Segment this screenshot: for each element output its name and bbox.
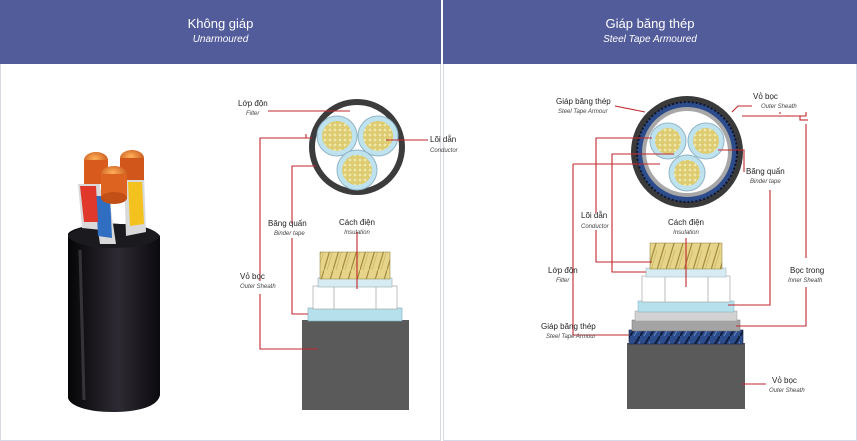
label-right-armour-top-en: Steel Tape Armour [558, 109, 609, 115]
title-armoured-en: Steel Tape Armoured [603, 34, 697, 45]
label-right-binder-vn: Băng quấn [746, 167, 785, 176]
label-right-insulation-en: Insulation [673, 230, 699, 236]
label-right-inner-sheath-en: Inner Sheath [788, 278, 823, 284]
label-right-insulation-vn: Cách điện [668, 218, 704, 227]
label-right-filter-en: Filter [556, 278, 570, 284]
right-cross-section [631, 96, 743, 208]
label-left-filter-vn: Lớp độn [238, 99, 268, 108]
label-left-filter-en: Filter [246, 111, 260, 117]
label-left-sheath-vn: Vỏ bọc [240, 272, 265, 281]
label-left-conductor-en: Conductor [430, 148, 459, 154]
header-armoured: Giáp băng thép Steel Tape Armoured [443, 0, 857, 64]
label-right-sheath-top-en: Outer Sheath [761, 104, 797, 110]
label-left-conductor-vn: Lõi dẫn [430, 135, 456, 144]
title-armoured-vn: Giáp băng thép [605, 16, 695, 31]
label-left-insulation-vn: Cách điện [339, 218, 375, 227]
label-right-conductor-en: Conductor [581, 224, 610, 230]
label-left-sheath-en: Outer Sheath [240, 284, 276, 290]
label-right-armour-bottom-vn: Giáp băng thép [541, 322, 596, 331]
title-unarmoured-en: Unarmoured [192, 34, 249, 45]
left-cross-section [309, 99, 405, 195]
right-leader-lines [572, 105, 808, 385]
label-right-binder-en: Binder tape [750, 179, 781, 185]
label-left-binder-en: Binder tape [274, 231, 305, 237]
label-right-sheath-top-vn: Vỏ bọc [753, 92, 778, 101]
label-right-armour-top-vn: Giáp băng thép [556, 97, 611, 106]
label-right-conductor-vn: Lõi dẫn [581, 211, 607, 220]
label-right-inner-sheath-vn: Bọc trong [790, 266, 824, 275]
left-layer-stack [302, 251, 409, 410]
left-leader-lines [259, 110, 428, 350]
header-divider [441, 0, 443, 64]
label-right-sheath-bottom-vn: Vỏ bọc [772, 376, 797, 385]
title-unarmoured-vn: Không giáp [187, 16, 254, 31]
label-left-insulation-en: Insulation [344, 230, 370, 236]
label-left-binder-vn: Băng quấn [268, 219, 307, 228]
label-right-sheath-bottom-en: Outer Sheath [769, 388, 805, 394]
label-right-armour-bottom-en: Steel Tape Armour [546, 334, 597, 340]
header-unarmoured: Không giáp Unarmoured [0, 0, 441, 64]
label-right-filter-vn: Lớp độn [548, 266, 578, 275]
cable-photo [68, 150, 160, 412]
